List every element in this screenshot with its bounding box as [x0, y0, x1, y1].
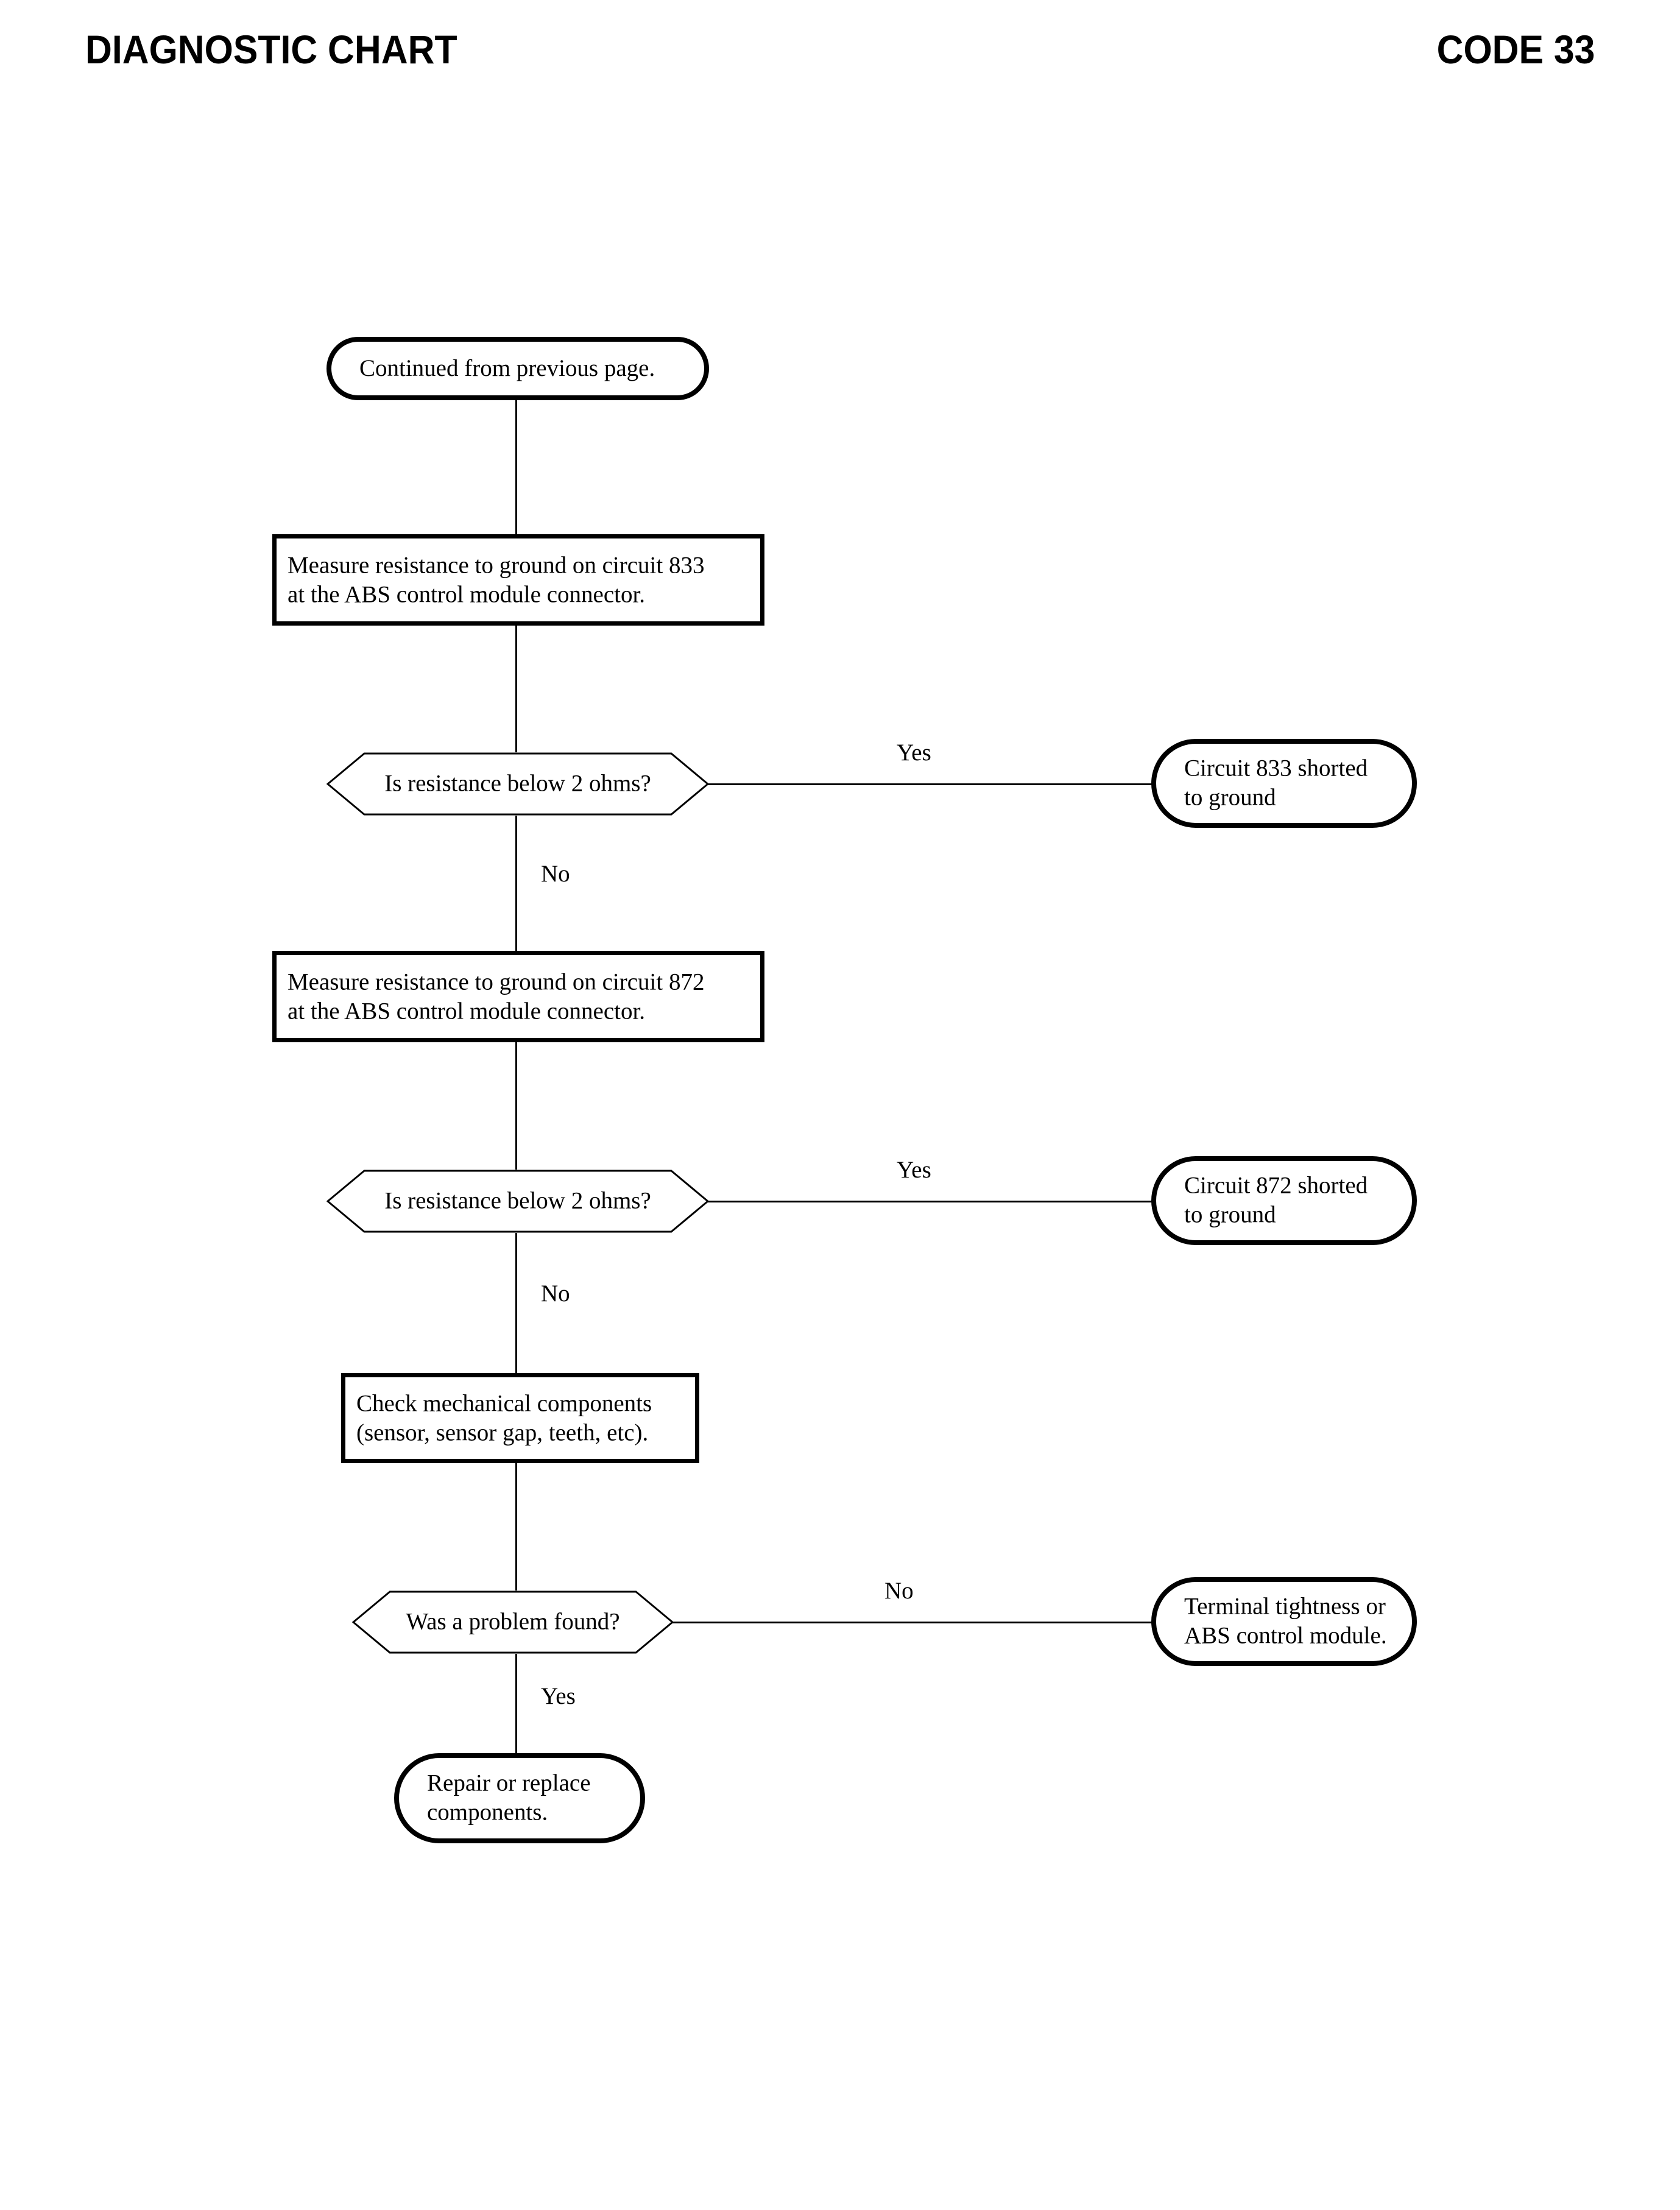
node-text-line2: to ground	[1184, 785, 1276, 811]
connector-decisionproblem-no	[672, 1622, 1156, 1623]
node-text: Measure resistance to ground on circuit …	[288, 551, 754, 609]
node-check-mechanical-components: Check mechanical components (sensor, sen…	[341, 1373, 699, 1463]
node-circuit-833-shorted: Circuit 833 shorted to ground	[1151, 739, 1417, 828]
node-text: Repair or replace components.	[427, 1769, 622, 1828]
node-text-line2: at the ABS control module connector.	[288, 581, 646, 607]
branch-label-no-833: No	[541, 861, 570, 887]
node-text-line1: Terminal tightness or	[1184, 1593, 1386, 1620]
connector-decision872-no	[515, 1233, 517, 1373]
node-text: Terminal tightness or ABS control module…	[1184, 1592, 1394, 1651]
node-text: Was a problem found?	[406, 1608, 620, 1635]
node-measure-resistance-872: Measure resistance to ground on circuit …	[272, 951, 764, 1042]
connector-decision833-no	[515, 816, 517, 951]
connector-measure833-to-decision833	[515, 626, 517, 752]
node-text-line2: at the ABS control module connector.	[288, 998, 646, 1024]
node-text: Circuit 833 shorted to ground	[1184, 754, 1394, 813]
node-text-line2: ABS control module.	[1184, 1623, 1387, 1649]
node-text-line2: components.	[427, 1799, 548, 1826]
node-text: Circuit 872 shorted to ground	[1184, 1171, 1394, 1230]
branch-label-yes-872: Yes	[897, 1157, 931, 1183]
node-decision-problem-found: Was a problem found?	[352, 1590, 674, 1654]
node-terminal-tightness-or-abs-module: Terminal tightness or ABS control module…	[1151, 1577, 1417, 1666]
branch-label-yes-833: Yes	[897, 740, 931, 766]
node-repair-or-replace-components: Repair or replace components.	[394, 1753, 645, 1843]
connector-decision872-yes	[708, 1201, 1156, 1202]
node-text-line1: Measure resistance to ground on circuit …	[288, 552, 705, 579]
connector-decisionproblem-yes	[515, 1654, 517, 1753]
node-text-line1: Check mechanical components	[356, 1390, 652, 1417]
branch-label-no-872: No	[541, 1280, 570, 1307]
page-title: DIAGNOSTIC CHART	[85, 27, 457, 72]
node-decision-resistance-872: Is resistance below 2 ohms?	[326, 1170, 709, 1233]
node-continued-from-previous-page: Continued from previous page.	[326, 337, 709, 400]
node-text-line1: Circuit 833 shorted	[1184, 755, 1368, 782]
node-text: Is resistance below 2 ohms?	[384, 770, 651, 797]
decision-hexagon-shape	[326, 752, 709, 816]
connector-checkmechanical-to-decisionproblem	[515, 1463, 517, 1590]
connector-decision833-yes	[708, 783, 1156, 785]
node-text-line1: Repair or replace	[427, 1770, 591, 1796]
diagnostic-code-label: CODE 33	[1436, 27, 1595, 72]
branch-label-no-problem: No	[884, 1578, 914, 1604]
node-text-line1: Circuit 872 shorted	[1184, 1172, 1368, 1199]
decision-hexagon-shape	[326, 1170, 709, 1233]
node-text-line1: Measure resistance to ground on circuit …	[288, 969, 705, 995]
branch-label-yes-problem: Yes	[541, 1683, 576, 1709]
node-text-line2: (sensor, sensor gap, teeth, etc).	[356, 1419, 649, 1446]
node-text-line2: to ground	[1184, 1202, 1276, 1228]
connector-measure872-to-decision872	[515, 1042, 517, 1170]
node-circuit-872-shorted: Circuit 872 shorted to ground	[1151, 1156, 1417, 1245]
connector-start-to-measure833	[515, 399, 517, 534]
node-text: Measure resistance to ground on circuit …	[288, 967, 754, 1025]
node-text: Continued from previous page.	[359, 355, 655, 381]
node-measure-resistance-833: Measure resistance to ground on circuit …	[272, 534, 764, 626]
node-text: Is resistance below 2 ohms?	[384, 1187, 651, 1214]
node-text: Check mechanical components (sensor, sen…	[356, 1389, 689, 1447]
node-decision-resistance-833: Is resistance below 2 ohms?	[326, 752, 709, 816]
decision-hexagon-shape	[352, 1590, 674, 1654]
